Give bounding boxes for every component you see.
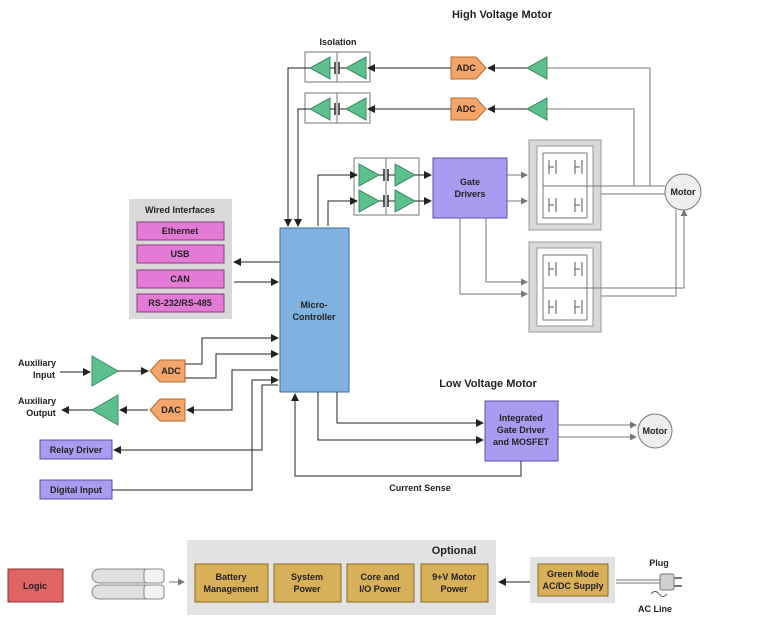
wired-interfaces-title: Wired Interfaces bbox=[145, 205, 215, 215]
svg-text:Motor: Motor bbox=[671, 187, 696, 197]
svg-text:Relay Driver: Relay Driver bbox=[50, 445, 103, 455]
plug-label: Plug bbox=[649, 558, 669, 568]
svg-text:System: System bbox=[291, 572, 323, 582]
logic-block: Logic bbox=[7, 568, 64, 603]
current-sense-label: Current Sense bbox=[389, 483, 451, 493]
motor-hv: Motor bbox=[664, 173, 702, 211]
aux-input-amp-icon bbox=[91, 355, 120, 387]
battery-icon bbox=[91, 568, 165, 600]
svg-text:Digital Input: Digital Input bbox=[50, 485, 102, 495]
aux-output-label: Output bbox=[26, 408, 56, 418]
integrated-gate-driver-block: Integrated Gate Driver and MOSFET bbox=[484, 400, 559, 462]
svg-text:Power: Power bbox=[293, 584, 321, 594]
svg-text:I/O Power: I/O Power bbox=[359, 584, 401, 594]
svg-text:Ethernet: Ethernet bbox=[162, 226, 199, 236]
svg-text:Micro-: Micro- bbox=[301, 300, 328, 310]
optional-title: Optional bbox=[432, 545, 477, 557]
svg-text:ADC: ADC bbox=[456, 104, 476, 114]
svg-text:Drivers: Drivers bbox=[454, 189, 485, 199]
core-io-power-block: Core and I/O Power bbox=[346, 563, 415, 603]
adc-top-1: ADC bbox=[450, 56, 487, 80]
svg-text:Logic: Logic bbox=[23, 581, 47, 591]
gate-iso-amp-icon bbox=[358, 189, 381, 213]
microcontroller-block: Micro- Controller bbox=[279, 227, 350, 393]
ac-wave-icon bbox=[650, 591, 668, 597]
svg-text:Green Mode: Green Mode bbox=[547, 569, 599, 579]
svg-text:and MOSFET: and MOSFET bbox=[493, 437, 550, 447]
gate-drivers-block: Gate Drivers bbox=[432, 157, 508, 219]
svg-text:RS-232/RS-485: RS-232/RS-485 bbox=[148, 298, 212, 308]
interface-can: CAN bbox=[136, 269, 225, 289]
svg-text:Core and: Core and bbox=[360, 572, 399, 582]
interface-rs232: RS-232/RS-485 bbox=[136, 293, 225, 313]
system-power-block: System Power bbox=[273, 563, 342, 603]
relay-driver-block: Relay Driver bbox=[39, 439, 113, 460]
input-amp-icon bbox=[525, 56, 548, 80]
input-amp-icon bbox=[525, 97, 548, 121]
interface-usb: USB bbox=[136, 244, 225, 264]
interface-ethernet: Ethernet bbox=[136, 221, 225, 241]
svg-text:Integrated: Integrated bbox=[499, 413, 543, 423]
svg-text:Gate Driver: Gate Driver bbox=[497, 425, 546, 435]
aux-output-amp-icon bbox=[90, 394, 119, 426]
svg-text:ADC: ADC bbox=[161, 366, 181, 376]
aux-input-label: Auxiliary bbox=[18, 358, 56, 368]
high-voltage-motor-title: High Voltage Motor bbox=[452, 9, 553, 21]
svg-text:Motor: Motor bbox=[643, 426, 668, 436]
isolator-amp-icon bbox=[344, 56, 367, 80]
motor-lv: Motor bbox=[637, 413, 673, 449]
svg-text:Gate: Gate bbox=[460, 177, 480, 187]
svg-text:CAN: CAN bbox=[170, 274, 190, 284]
dac-aux: DAC bbox=[149, 398, 186, 422]
ac-line-label: AC Line bbox=[638, 604, 672, 614]
plug-icon bbox=[616, 573, 682, 591]
svg-text:USB: USB bbox=[170, 249, 190, 259]
svg-text:Management: Management bbox=[203, 584, 258, 594]
svg-text:ADC: ADC bbox=[456, 63, 476, 73]
digital-input-block: Digital Input bbox=[39, 479, 113, 500]
aux-output-label: Auxiliary bbox=[18, 396, 56, 406]
svg-text:Controller: Controller bbox=[292, 312, 335, 322]
adc-aux: ADC bbox=[149, 359, 186, 383]
svg-text:DAC: DAC bbox=[161, 405, 181, 415]
isolator-amp-icon bbox=[344, 97, 367, 121]
svg-text:Battery: Battery bbox=[215, 572, 246, 582]
power-stage-2 bbox=[528, 241, 602, 333]
green-mode-supply-panel: Green Mode AC/DC Supply bbox=[530, 557, 615, 603]
adc-top-2: ADC bbox=[450, 97, 487, 121]
svg-text:9+V Motor: 9+V Motor bbox=[432, 572, 476, 582]
aux-input-label: Input bbox=[33, 370, 55, 380]
svg-text:Power: Power bbox=[440, 584, 468, 594]
motor-9v-power-block: 9+V Motor Power bbox=[420, 563, 489, 603]
svg-text:AC/DC Supply: AC/DC Supply bbox=[542, 581, 603, 591]
gate-iso-amp-icon bbox=[358, 163, 381, 187]
battery-management-block: Battery Management bbox=[194, 563, 269, 603]
isolation-label: Isolation bbox=[319, 37, 356, 47]
power-stage-1 bbox=[528, 139, 602, 231]
low-voltage-motor-title: Low Voltage Motor bbox=[439, 378, 537, 390]
